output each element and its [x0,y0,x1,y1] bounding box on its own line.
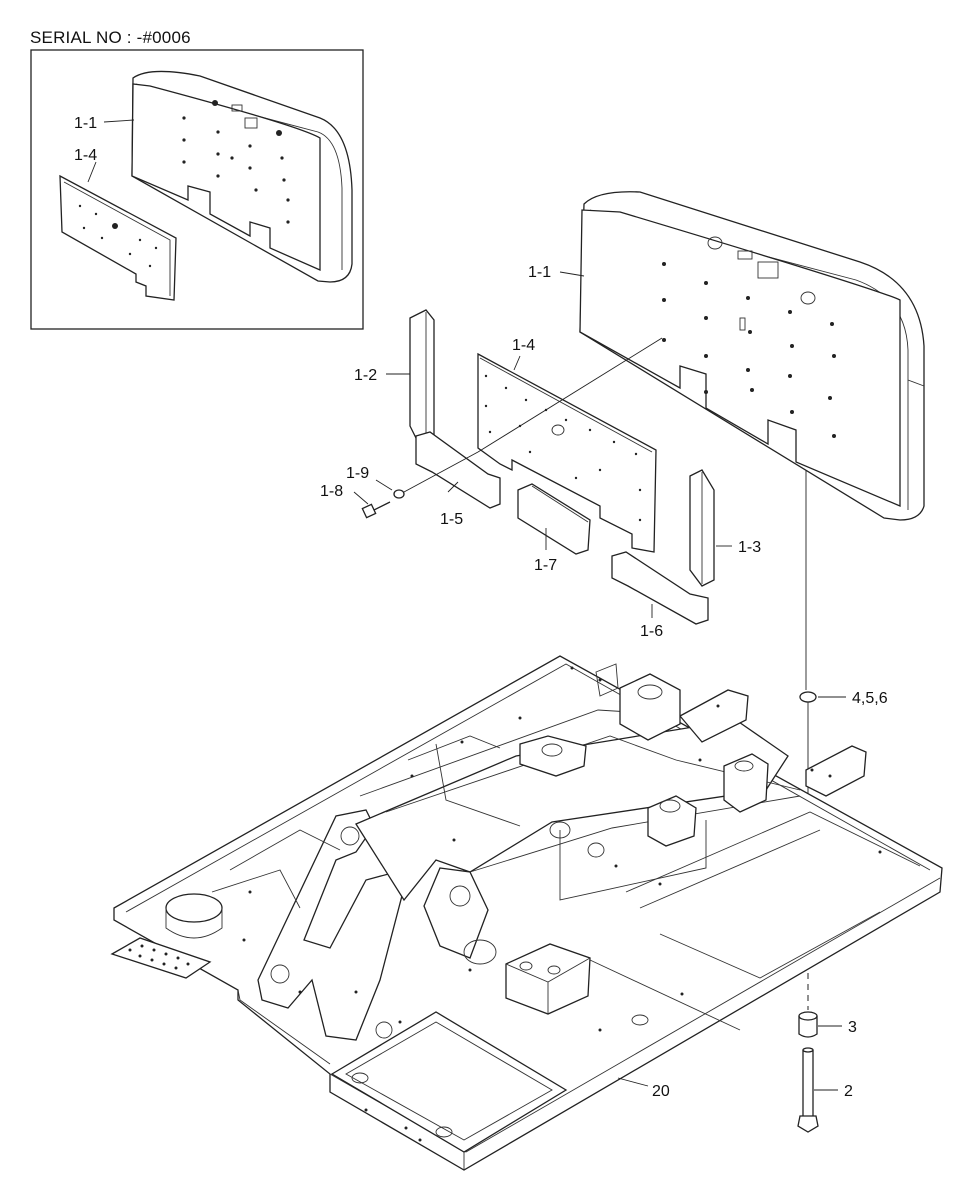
washer-1-9 [393,489,405,499]
foam-1-2 [409,309,435,447]
bolt-1-8 [361,501,391,519]
inset-counterweight [131,70,353,283]
washer-4-5-6 [799,691,817,703]
counterweight [579,191,925,521]
label-4-5-6: 4,5,6 [852,690,888,707]
label-1-4: 1-4 [512,337,535,354]
label-1-5: 1-5 [440,511,463,528]
label-1-9: 1-9 [346,465,369,482]
foam-1-5 [415,431,501,509]
inset-frame [30,49,364,330]
spacer-3 [798,1011,818,1038]
foam-1-6 [611,551,709,625]
foam-1-7 [517,483,591,555]
inset-plate [59,174,177,301]
label-1-6: 1-6 [640,623,663,640]
label-3: 3 [848,1019,857,1036]
label-2: 2 [844,1083,853,1100]
label-1-1: 1-1 [528,264,551,281]
bolt-2 [797,1047,819,1133]
serial-number: SERIAL NO : -#0006 [30,28,191,47]
label-1-3: 1-3 [738,539,761,556]
label-1-7: 1-7 [534,557,557,574]
label-20: 20 [652,1083,670,1100]
label-1-2: 1-2 [354,367,377,384]
label-1-8: 1-8 [320,483,343,500]
label-inset-1-1: 1-1 [74,115,97,132]
label-inset-1-4: 1-4 [74,147,97,164]
upper-frame [110,655,943,1171]
